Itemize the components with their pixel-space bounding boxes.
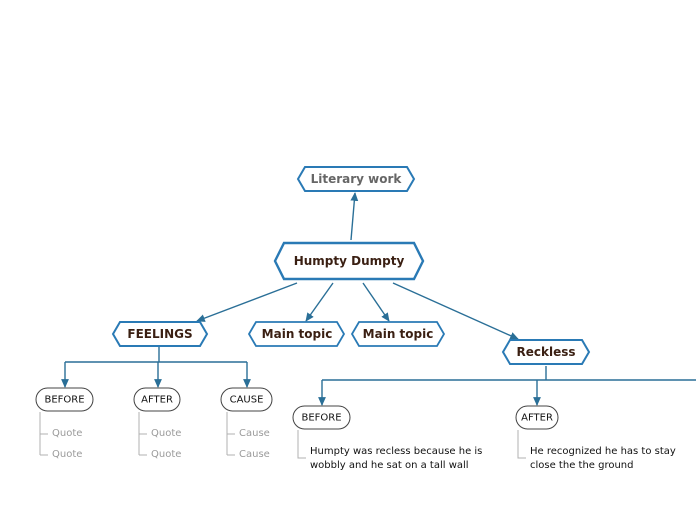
connector-humpty-to-feelings [196, 282, 298, 322]
sub-item-after-2[interactable]: Quote [151, 449, 182, 460]
sub-line-after [138, 412, 147, 456]
label-humpty-dumpty: Humpty Dumpty [293, 254, 405, 268]
connector-humpty-to-literary [350, 192, 359, 241]
label-reckless: Reckless [516, 345, 576, 359]
pill-reckless-before[interactable] [292, 405, 351, 430]
sub-item-cause-2[interactable]: Cause [239, 449, 270, 460]
label-main-topic-2: Main topic [362, 327, 434, 341]
connector-feelings-bracket [65, 347, 247, 363]
label-reckless-before: BEFORE [301, 412, 342, 423]
label-feelings: FEELINGS [127, 327, 193, 341]
label-literary-work: Literary work [310, 172, 402, 186]
sub-line-cause [226, 412, 235, 456]
label-feelings-after: AFTER [141, 394, 173, 405]
note-reckless-after[interactable]: He recognized he has to stay close the t… [530, 446, 676, 471]
label-reckless-after: AFTER [521, 412, 553, 423]
pill-reckless-after[interactable] [515, 405, 559, 430]
connector-humpty-to-main-topic-2 [362, 282, 390, 322]
node-reckless[interactable] [501, 339, 591, 365]
node-literary-work[interactable] [296, 166, 416, 192]
node-main-topic-2[interactable] [350, 321, 446, 347]
note-line-reckless-after [517, 430, 526, 459]
sub-item-after-1[interactable]: Quote [151, 428, 182, 439]
sub-item-cause-1[interactable]: Cause [239, 428, 270, 439]
label-feelings-before: BEFORE [44, 394, 85, 405]
pill-feelings-after[interactable] [133, 387, 181, 412]
sub-line-before [39, 412, 48, 456]
connector-humpty-to-reckless [392, 282, 519, 340]
node-feelings[interactable] [111, 321, 209, 347]
sub-item-before-2[interactable]: Quote [52, 449, 83, 460]
note-reckless-before[interactable]: Humpty was recless because he is wobbly … [310, 446, 483, 471]
node-humpty-dumpty[interactable] [273, 241, 425, 281]
label-main-topic-1: Main topic [261, 327, 333, 341]
sub-item-before-1[interactable]: Quote [52, 428, 83, 439]
label-feelings-cause: CAUSE [229, 394, 264, 405]
pill-feelings-cause[interactable] [220, 387, 273, 412]
pill-feelings-before[interactable] [35, 387, 94, 412]
note-line-reckless-before [297, 430, 306, 459]
connector-humpty-to-main-topic-1 [305, 282, 334, 322]
connector-reckless-bracket [322, 366, 696, 381]
node-main-topic-1[interactable] [247, 321, 346, 347]
